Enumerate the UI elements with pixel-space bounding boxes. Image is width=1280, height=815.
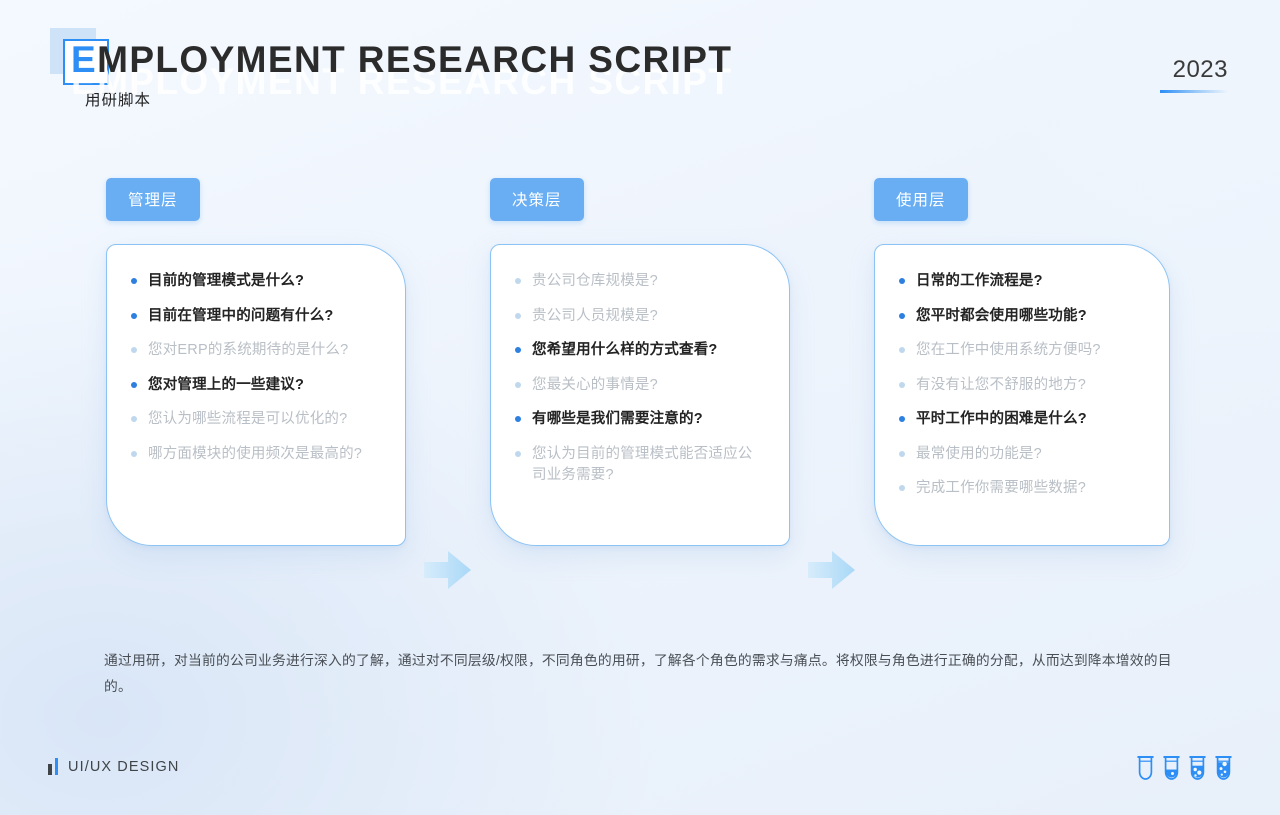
- card-management: 目前的管理模式是什么? 目前在管理中的问题有什么? 您对ERP的系统期待的是什么? 您…: [106, 244, 406, 546]
- arrow-right-icon-2: [808, 548, 856, 592]
- list-item[interactable]: 您最关心的事情是?: [515, 375, 767, 396]
- list-item[interactable]: 平时工作中的困难是什么?: [899, 409, 1147, 430]
- card-user: 日常的工作流程是? 您平时都会使用哪些功能? 您在工作中使用系统方便吗? 有没有让您不…: [874, 244, 1170, 546]
- bullet-icon: [515, 347, 521, 353]
- list-item-label: 您平时都会使用哪些功能?: [916, 307, 1087, 324]
- list-item[interactable]: 您希望用什么样的方式查看?: [515, 340, 767, 361]
- year-underline: [1160, 90, 1228, 93]
- tab-user[interactable]: 使用层: [874, 178, 968, 221]
- list-item[interactable]: 目前的管理模式是什么?: [131, 271, 383, 292]
- bullet-icon: [515, 416, 521, 422]
- year-block: 2023: [1160, 56, 1228, 93]
- list-item-label: 目前的管理模式是什么?: [148, 273, 305, 289]
- list-item[interactable]: 哪方面模块的使用频次是最高的?: [131, 444, 383, 465]
- brand-label: UI/UX DESIGN: [68, 758, 180, 775]
- list-item-label: 日常的工作流程是?: [916, 273, 1043, 289]
- test-tube-empty-icon: [1137, 754, 1154, 786]
- list-item-label: 完成工作你需要哪些数据?: [916, 480, 1086, 496]
- page-title-rest: MPLOYMENT RESEARCH SCRIPT: [97, 39, 733, 80]
- list-item-label: 有哪些是我们需要注意的?: [532, 411, 703, 427]
- tab-decision[interactable]: 决策层: [490, 178, 584, 221]
- bullet-icon: [131, 381, 137, 388]
- list-item-label: 平时工作中的困难是什么?: [916, 411, 1087, 427]
- list-item-label: 有没有让您不舒服的地方?: [916, 376, 1086, 393]
- list-item-label: 您认为哪些流程是可以优化的?: [148, 411, 348, 427]
- column-decision: 决策层 贵公司仓库规模是? 贵公司人员规模是? 您希望用什么样的方式查看? 您最关心的…: [490, 178, 790, 546]
- tab-row: 管理层: [106, 178, 406, 221]
- list-item[interactable]: 您平时都会使用哪些功能?: [899, 306, 1147, 327]
- list-item-label: 哪方面模块的使用频次是最高的?: [148, 445, 363, 462]
- progress-tubes: [1137, 754, 1232, 786]
- list-item[interactable]: 您在工作中使用系统方便吗?: [899, 340, 1147, 361]
- test-tube-full-icon: [1215, 754, 1232, 786]
- footer-brand: UI/UX DESIGN: [48, 758, 180, 775]
- tab-row: 使用层: [874, 178, 1174, 221]
- list-item[interactable]: 日常的工作流程是?: [899, 271, 1147, 292]
- tab-row: 决策层: [490, 178, 790, 221]
- test-tube-quarter-icon: [1163, 754, 1180, 786]
- list-item[interactable]: 贵公司人员规模是?: [515, 306, 767, 327]
- bullet-icon: [899, 450, 905, 457]
- list-item[interactable]: 您认为目前的管理模式能否适应公司业务需要?: [515, 444, 767, 486]
- list-item[interactable]: 您对ERP的系统期待的是什么?: [131, 340, 383, 361]
- bullet-icon: [899, 312, 905, 319]
- page-title-initial: E: [71, 39, 98, 80]
- card-decision: 贵公司仓库规模是? 贵公司人员规模是? 您希望用什么样的方式查看? 您最关心的事情是?…: [490, 244, 790, 546]
- header: EMPLOYMENT RESEARCH SCRIPT EMPLOYMENT RE…: [0, 0, 1280, 130]
- question-list-decision: 贵公司仓库规模是? 贵公司人员规模是? 您希望用什么样的方式查看? 您最关心的事情是?…: [491, 245, 789, 486]
- list-item[interactable]: 您认为哪些流程是可以优化的?: [131, 409, 383, 430]
- bullet-icon: [131, 450, 137, 457]
- bullet-icon: [899, 485, 905, 491]
- brand-bar-tall: [54, 758, 58, 775]
- question-list-management: 目前的管理模式是什么? 目前在管理中的问题有什么? 您对ERP的系统期待的是什么? 您…: [107, 245, 405, 465]
- list-item-label: 贵公司仓库规模是?: [532, 273, 658, 289]
- bullet-icon: [131, 278, 137, 284]
- column-user: 使用层 日常的工作流程是? 您平时都会使用哪些功能? 您在工作中使用系统方便吗? 有没…: [874, 178, 1174, 546]
- list-item-label: 您最关心的事情是?: [532, 376, 658, 393]
- brand-mark-icon: [48, 758, 58, 775]
- bullet-icon: [515, 278, 521, 284]
- list-item-label: 最常使用的功能是?: [916, 445, 1042, 462]
- page-subtitle: 用研脚本: [85, 92, 152, 109]
- list-item-label: 目前在管理中的问题有什么?: [148, 307, 334, 324]
- list-item-label: 您希望用什么样的方式查看?: [532, 342, 718, 358]
- list-item-label: 您认为目前的管理模式能否适应公司业务需要?: [532, 445, 753, 483]
- test-tube-half-icon: [1189, 754, 1206, 786]
- title-block: EMPLOYMENT RESEARCH SCRIPT EMPLOYMENT RE…: [48, 28, 732, 102]
- list-item[interactable]: 完成工作你需要哪些数据?: [899, 478, 1147, 499]
- tab-management[interactable]: 管理层: [106, 178, 200, 221]
- list-item[interactable]: 您对管理上的一些建议?: [131, 375, 383, 396]
- page-title: EMPLOYMENT RESEARCH SCRIPT: [48, 34, 732, 86]
- year-label: 2023: [1172, 56, 1228, 83]
- bullet-icon: [515, 450, 521, 457]
- bullet-icon: [899, 416, 905, 422]
- decor-square-outline: [63, 39, 109, 85]
- bullet-icon: [131, 347, 137, 353]
- list-item-label: 您对管理上的一些建议?: [148, 376, 305, 393]
- list-item[interactable]: 有哪些是我们需要注意的?: [515, 409, 767, 430]
- bullet-icon: [899, 381, 905, 388]
- bullet-icon: [131, 312, 137, 319]
- arrow-right-icon-1: [424, 548, 472, 592]
- bullet-icon: [515, 381, 521, 388]
- list-item-label: 您对ERP的系统期待的是什么?: [148, 342, 349, 358]
- brand-bar-short: [48, 764, 52, 775]
- columns-container: 管理层 目前的管理模式是什么? 目前在管理中的问题有什么? 您对ERP的系统期待的是…: [0, 178, 1280, 589]
- list-item[interactable]: 贵公司仓库规模是?: [515, 271, 767, 292]
- list-item[interactable]: 最常使用的功能是?: [899, 444, 1147, 465]
- question-list-user: 日常的工作流程是? 您平时都会使用哪些功能? 您在工作中使用系统方便吗? 有没有让您不…: [875, 245, 1169, 499]
- list-item-label: 您在工作中使用系统方便吗?: [916, 342, 1101, 358]
- bullet-icon: [515, 312, 521, 319]
- list-item[interactable]: 目前在管理中的问题有什么?: [131, 306, 383, 327]
- list-item-label: 贵公司人员规模是?: [532, 307, 658, 324]
- bullet-icon: [899, 278, 905, 284]
- bullet-icon: [899, 347, 905, 353]
- column-management: 管理层 目前的管理模式是什么? 目前在管理中的问题有什么? 您对ERP的系统期待的是…: [106, 178, 406, 546]
- bullet-icon: [131, 416, 137, 422]
- list-item[interactable]: 有没有让您不舒服的地方?: [899, 375, 1147, 396]
- summary-paragraph: 通过用研，对当前的公司业务进行深入的了解，通过对不同层级/权限，不同角色的用研，…: [104, 653, 1172, 694]
